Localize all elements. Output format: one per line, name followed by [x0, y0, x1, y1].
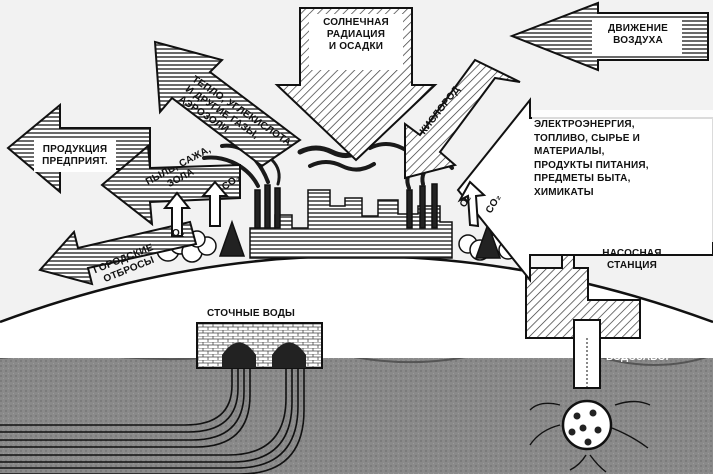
- inputs-label: ЭЛЕКТРОЭНЕРГИЯ, ТОПЛИВО, СЫРЬЕ И МАТЕРИА…: [534, 119, 649, 198]
- products-label: ПРОДУКЦИЯ ПРЕДПРИЯТ.: [42, 144, 108, 167]
- oxygen-arrow: [404, 58, 521, 180]
- sewage-label: СТОЧНЫЕ ВОДЫ: [207, 308, 296, 319]
- solar-radiation-label: СОЛНЕЧНАЯ РАДИАЦИЯ И ОСАДКИ: [323, 17, 389, 52]
- dust-arrow: [100, 143, 241, 227]
- o2-left-label: O₂: [172, 228, 185, 239]
- co2-up-arrow-left: [200, 180, 230, 227]
- water-intake-label: ВОДОЗАБОР: [606, 352, 673, 363]
- waste-arrow: [38, 220, 198, 286]
- air-movement-label: ДВИЖЕНИЕ ВОЗДУХА: [608, 23, 668, 46]
- o2-up-arrow-left: [162, 191, 192, 237]
- gas-arrows-right: [457, 180, 487, 228]
- sewage-outlet: [196, 322, 323, 369]
- pump-station-label: НАСОСНАЯ СТАНЦИЯ: [602, 248, 662, 271]
- gases-arrow: [153, 40, 302, 168]
- pump-station: [525, 249, 651, 473]
- city-buildings: [249, 183, 453, 259]
